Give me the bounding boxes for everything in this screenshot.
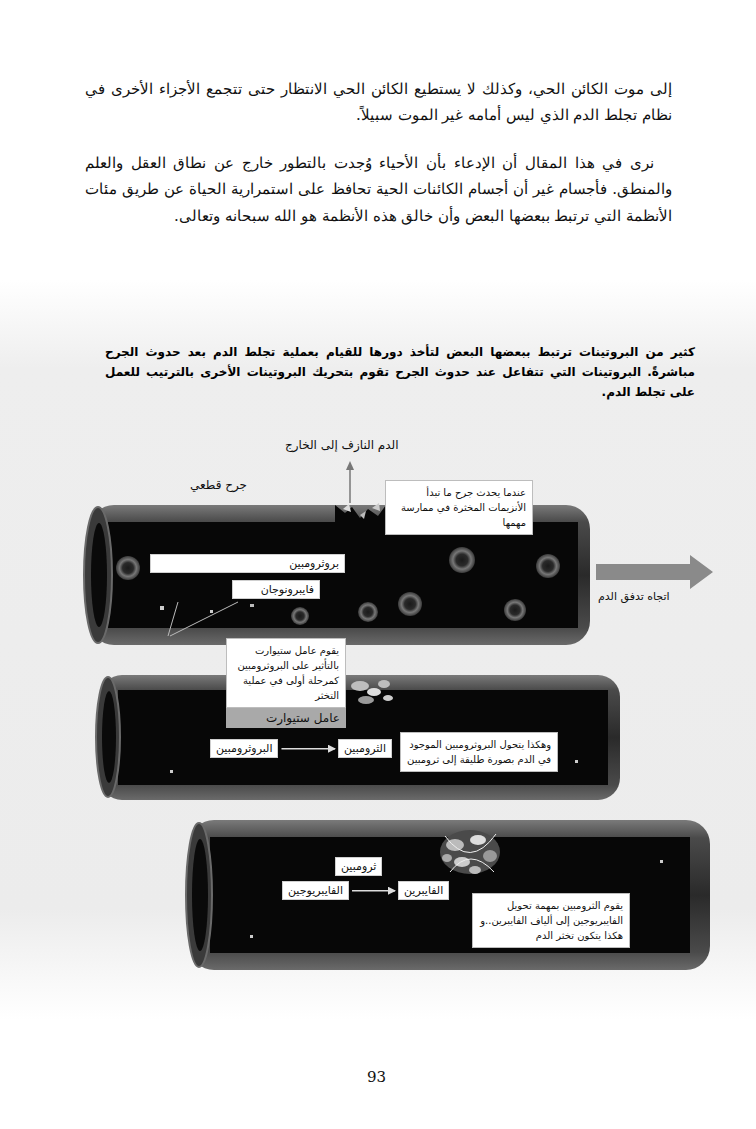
node-text: الفايبريوجين	[288, 883, 343, 898]
node-text: عامل ستيوارت	[232, 709, 340, 727]
callout-box: عندما يحدث جرح ما تبدأ الأنزيمات المخثرة…	[385, 480, 533, 535]
node-text: الفايبرين	[404, 883, 443, 898]
vessel-tube	[84, 461, 713, 645]
protein-label-box: ثرومبين	[335, 857, 382, 876]
body-paragraph: إلى موت الكائن الحي، وكذلك لا يستطيع الك…	[85, 76, 672, 129]
node-text: فايبرونوجان	[238, 582, 314, 597]
factor-box: عامل ستيوارت	[226, 708, 346, 728]
reaction-arrow	[281, 748, 335, 750]
page-number: 93	[367, 1068, 386, 1086]
annotation-label: الدم النازف إلى الخارج	[285, 438, 399, 452]
node-text: الثرومبين	[344, 741, 386, 756]
protein-label-box: فايبرونوجان	[232, 580, 320, 599]
callout-box: وهكذا يتحول البروثرومبين الموجود في الدم…	[400, 732, 558, 772]
protein-label-box: الفايبريوجين	[282, 881, 349, 900]
protein-label-box: بروثرومبين	[150, 554, 345, 573]
body-paragraph: نرى في هذا المقال أن الإدعاء بأن الأحياء…	[85, 150, 672, 229]
annotation-label: جرح قطعي	[190, 478, 247, 492]
callout-box: يقوم الثرومبين بمهمة تحويل الفايبريوجين …	[472, 893, 630, 948]
node-text: يقوم عامل ستيوارت بالتأثير على البروثروم…	[233, 643, 339, 703]
protein-label-box: الثرومبين	[338, 739, 392, 758]
reaction-arrow	[352, 890, 395, 892]
node-text: وهكذا يتحول البروثرومبين الموجود في الدم…	[407, 737, 551, 767]
vessel-tube	[96, 675, 620, 800]
node-text: عندما يحدث جرح ما تبدأ الأنزيمات المخثرة…	[392, 485, 526, 530]
annotation-label: اتجاه تدفق الدم	[598, 590, 670, 603]
node-text: البروثرومبين	[216, 741, 272, 756]
figure-caption: كثير من البروتينات ترتبط ببعضها البعض لت…	[105, 343, 695, 402]
callout-box: يقوم عامل ستيوارت بالتأثير على البروثروم…	[226, 638, 346, 708]
node-text: يقوم الثرومبين بمهمة تحويل الفايبريوجين …	[479, 898, 623, 943]
vessel-tube	[186, 820, 710, 970]
node-text: بروثرومبين	[156, 556, 339, 571]
protein-label-box: البروثرومبين	[210, 739, 278, 758]
protein-label-box: الفايبرين	[398, 881, 449, 900]
node-text: ثرومبين	[341, 859, 376, 874]
